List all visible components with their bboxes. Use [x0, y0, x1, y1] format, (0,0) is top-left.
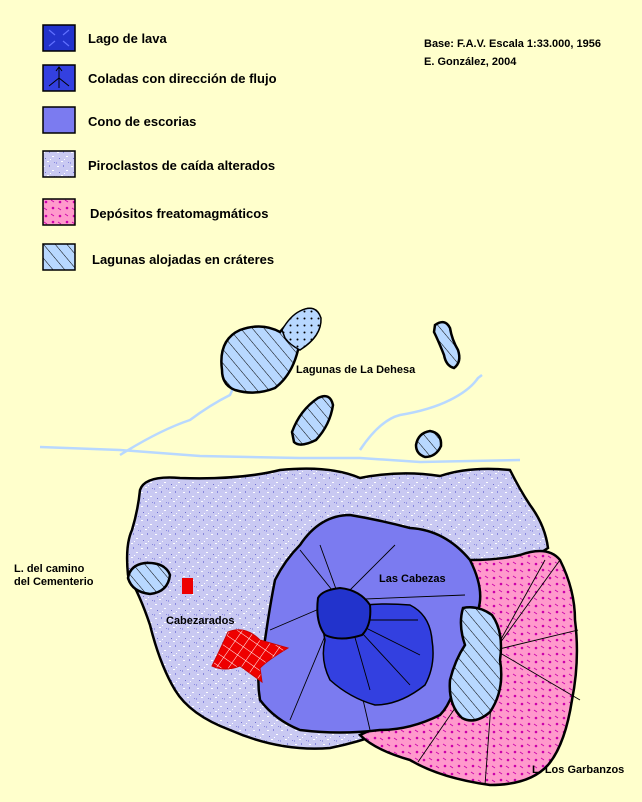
speckle-swatch: [42, 150, 76, 178]
lava-flow-arrows-icon: [42, 64, 76, 92]
lava-lake-las-cabezas: [316, 586, 372, 640]
radial-line: [494, 559, 561, 651]
radial-line: [494, 629, 579, 651]
stream-dehesa-east: [358, 374, 483, 451]
dotted-lake-dehesa: [281, 307, 322, 351]
map-author-credit: E. González, 2004: [424, 56, 517, 68]
red-deposit-cabezarados: [211, 629, 290, 684]
crater-lake-dehesa-ne: [432, 320, 461, 370]
legend-label-altered-pyroclasts: Piroclastos de caída alterados: [88, 158, 276, 173]
crater-lake-cementerio: [126, 561, 172, 596]
legend-label-lava-flows: Coladas con dirección de flujo: [88, 71, 277, 86]
crater-lake-los-garbanzos: [448, 606, 503, 722]
label-las-cabezas: Las Cabezas: [379, 573, 446, 585]
label-lagunas-dehesa: Lagunas de La Dehesa: [296, 364, 416, 376]
legend-label-lava-lake: Lago de lava: [88, 31, 167, 46]
lava-lake-icon: [42, 24, 76, 52]
river-network: [39, 371, 521, 464]
legend-label-crater-lakes: Lagunas alojadas en cráteres: [92, 252, 275, 267]
label-cabezarados: Cabezarados: [166, 615, 235, 627]
crater-lake-dehesa-small: [414, 429, 443, 459]
red-deposit-small: [182, 578, 193, 594]
legend-label-scoria-cone: Cono de escorias: [88, 114, 197, 129]
label-cementerio-line2: del Cementerio: [14, 576, 94, 588]
radial-line: [494, 649, 581, 701]
label-los-garbanzos: L. Los Garbanzos: [532, 764, 625, 776]
label-cementerio-line1: L. del camino: [14, 563, 85, 575]
scoria-cone-swatch: [42, 106, 76, 134]
pink-dotted-swatch: [42, 198, 76, 226]
hatched-swatch: [42, 243, 76, 271]
radial-line: [494, 559, 546, 651]
legend-label-phreatomagmatic: Depósitos freatomagmáticos: [90, 206, 269, 221]
main-river: [39, 445, 521, 464]
crater-lake-dehesa-mid: [290, 394, 335, 446]
stream-dehesa-west: [119, 371, 242, 457]
map-source-credit: Base: F.A.V. Escala 1:33.000, 1956: [424, 38, 601, 50]
dehesa-lakes: [220, 307, 461, 459]
